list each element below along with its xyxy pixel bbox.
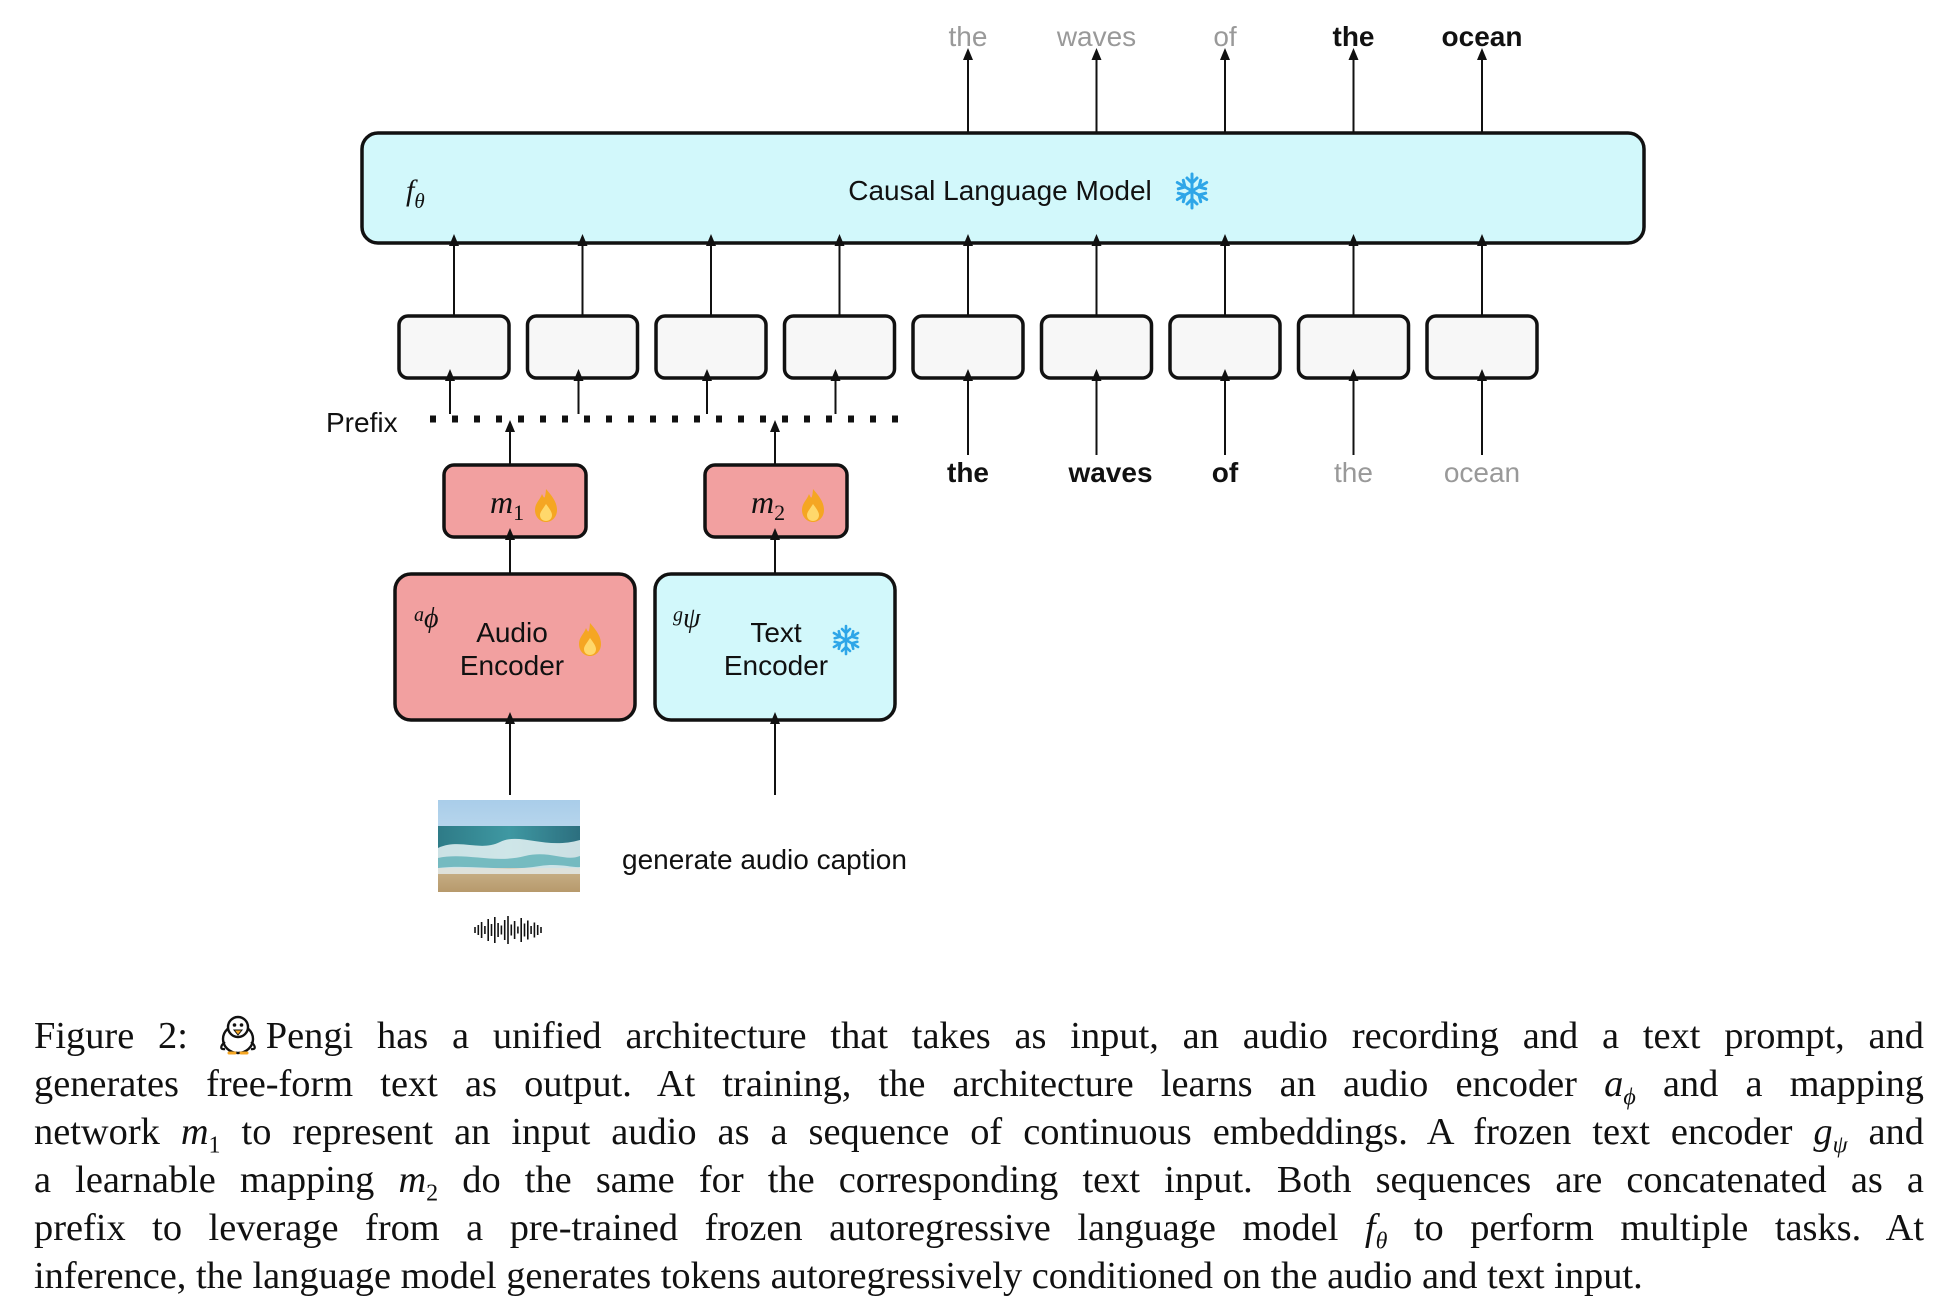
- embedding-box: [1425, 314, 1539, 380]
- output-token: the: [949, 21, 988, 52]
- embedding-box: [1296, 314, 1411, 380]
- input-token: the: [1334, 457, 1373, 488]
- input-token: ocean: [1444, 457, 1520, 488]
- embedding-box: [525, 314, 640, 380]
- text-encoder-symbol: gψ: [673, 603, 701, 634]
- output-token: waves: [1056, 21, 1136, 52]
- output-tokens: the waves of the ocean: [949, 21, 1523, 52]
- embedding-box: [397, 314, 511, 380]
- output-token: the: [1333, 21, 1375, 52]
- snowflake-icon: [832, 624, 860, 656]
- text-encoder-box: gψ Text Encoder: [653, 572, 897, 722]
- caption-line-6: inference, the language model generates …: [34, 1255, 1643, 1297]
- audio-encoder-label-line1: Audio: [476, 617, 548, 648]
- text-encoder-label-line1: Text: [750, 617, 802, 648]
- embedding-box: [911, 314, 1025, 380]
- text-encoder-label-line2: Encoder: [724, 650, 828, 681]
- caption-line-4: a learnable mapping m2 do the same for t…: [34, 1159, 1924, 1207]
- m2-symbol: m2: [751, 484, 785, 525]
- caption-text-1: Pengi has a unified architecture that ta…: [265, 1015, 1924, 1057]
- caption-figure-label: Figure 2:: [34, 1015, 188, 1057]
- input-token: the: [947, 457, 989, 488]
- output-token: of: [1213, 21, 1237, 52]
- causal-language-model-box: fθ Causal Language Model: [360, 131, 1646, 245]
- output-token: ocean: [1442, 21, 1523, 52]
- input-token: of: [1212, 457, 1239, 488]
- snowflake-icon: [1175, 172, 1209, 210]
- ocean-audio-image: [438, 800, 580, 892]
- prefix-label: Prefix: [326, 407, 398, 438]
- m2-mapping-box: m2: [703, 463, 849, 539]
- input-token: waves: [1067, 457, 1152, 488]
- flame-icon: [579, 623, 601, 656]
- output-arrows: [963, 48, 1487, 133]
- penguin-icon: [219, 1015, 256, 1055]
- m1-symbol: m1: [490, 484, 524, 525]
- waveform-icon: [474, 916, 542, 944]
- lm-label: Causal Language Model: [848, 175, 1152, 206]
- flame-icon: [535, 489, 557, 522]
- caption-line-2: generates free-form text as output. At t…: [34, 1063, 1924, 1111]
- embedding-boxes: [397, 234, 1539, 455]
- embedding-box: [654, 314, 768, 380]
- figure-caption: Figure 2: Pengi has a unified architectu…: [34, 1012, 1924, 1300]
- input-tokens: the waves of the ocean: [947, 457, 1520, 488]
- audio-encoder-symbol: aϕ: [414, 603, 439, 634]
- audio-encoder-box: aϕ Audio Encoder: [393, 572, 637, 722]
- text-prompt: generate audio caption: [622, 844, 907, 875]
- caption-line-3: network m1 to represent an input audio a…: [34, 1111, 1924, 1159]
- embedding-box: [1168, 314, 1282, 380]
- embedding-box: [782, 314, 897, 380]
- m1-mapping-box: m1: [442, 463, 588, 539]
- caption-line-5: prefix to leverage from a pre-trained fr…: [34, 1207, 1924, 1255]
- audio-encoder-label-line2: Encoder: [460, 650, 564, 681]
- embedding-box: [1039, 314, 1154, 380]
- caption-line-1: Figure 2: Pengi has a unified architectu…: [34, 1012, 1924, 1060]
- flame-icon: [802, 489, 824, 522]
